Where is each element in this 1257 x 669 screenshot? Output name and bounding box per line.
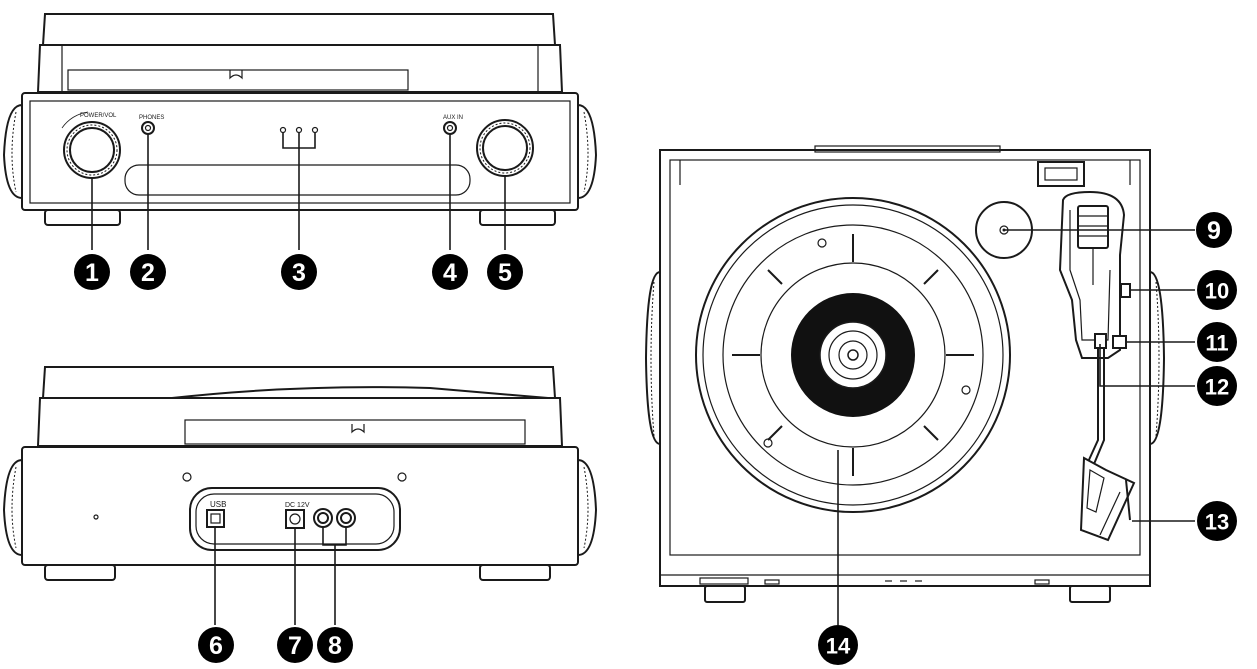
aux-in-label: AUX IN bbox=[443, 115, 463, 121]
callout-5-text: 5 bbox=[498, 259, 512, 287]
callout-13-text: 13 bbox=[1205, 510, 1229, 535]
callout-10-text: 10 bbox=[1205, 279, 1229, 304]
power-vol-label: POWER/VOL bbox=[80, 113, 117, 119]
top-outer-body bbox=[659, 149, 1151, 587]
callout-7: 7 bbox=[277, 627, 313, 663]
rear-foot bbox=[479, 564, 551, 581]
callout-2: 2 bbox=[130, 254, 166, 290]
callout-7-text: 7 bbox=[288, 632, 302, 660]
rear-foot bbox=[44, 564, 116, 581]
dc-12v-label: DC 12V bbox=[285, 502, 310, 509]
screw bbox=[397, 472, 407, 482]
callout-1-text: 1 bbox=[85, 259, 99, 287]
callout-6: 6 bbox=[198, 627, 234, 663]
platter-outer bbox=[695, 197, 1011, 513]
left-speaker-rear bbox=[2, 458, 23, 557]
tonearm-tube bbox=[1087, 348, 1099, 463]
callout-12: 12 bbox=[1197, 366, 1237, 406]
callout-4-text: 4 bbox=[443, 259, 457, 287]
callout-12-text: 12 bbox=[1205, 375, 1229, 400]
callout-11: 11 bbox=[1197, 322, 1237, 362]
top-foot bbox=[704, 585, 746, 603]
top-left-speaker bbox=[644, 270, 661, 446]
tonearm-rest-clip bbox=[1037, 161, 1085, 187]
spindle bbox=[847, 349, 859, 361]
power-volume-knob[interactable] bbox=[63, 121, 121, 179]
front-panel-slot bbox=[124, 164, 471, 196]
rear-dust-cover bbox=[41, 366, 557, 399]
callout-3: 3 bbox=[281, 254, 317, 290]
indicator-led bbox=[295, 126, 303, 134]
front-dust-cover bbox=[41, 13, 557, 46]
callout-9: 9 bbox=[1196, 212, 1232, 248]
dc-12v-jack[interactable] bbox=[285, 509, 305, 529]
phones-label: PHONES bbox=[139, 115, 164, 121]
front-foot bbox=[479, 209, 556, 226]
callout-10: 10 bbox=[1197, 270, 1237, 310]
headshell[interactable] bbox=[1079, 456, 1136, 542]
rca-out-left[interactable] bbox=[313, 508, 333, 528]
callout-3-text: 3 bbox=[292, 259, 306, 287]
rear-view: USB DC 12V bbox=[2, 366, 598, 625]
top-foot bbox=[1069, 585, 1111, 603]
indicator-led bbox=[279, 126, 287, 134]
function-knob[interactable] bbox=[476, 119, 534, 177]
usb-label: USB bbox=[210, 500, 226, 509]
left-speaker bbox=[2, 103, 23, 200]
callout-9-text: 9 bbox=[1207, 217, 1221, 245]
aux-in-jack[interactable] bbox=[443, 121, 457, 135]
callout-6-text: 6 bbox=[209, 632, 223, 660]
callout-13: 13 bbox=[1197, 501, 1237, 541]
callout-5: 5 bbox=[487, 254, 523, 290]
callout-14-text: 14 bbox=[826, 634, 851, 659]
rca-out-right[interactable] bbox=[336, 508, 356, 528]
anti-skate[interactable] bbox=[1120, 283, 1131, 298]
cue-lever[interactable] bbox=[1112, 335, 1127, 349]
callout-2-text: 2 bbox=[141, 259, 155, 287]
phones-jack[interactable] bbox=[141, 121, 155, 135]
callout-8-text: 8 bbox=[328, 632, 342, 660]
callout-14: 14 bbox=[818, 625, 858, 665]
right-speaker-rear bbox=[577, 458, 598, 557]
callout-1: 1 bbox=[74, 254, 110, 290]
indicator-led bbox=[311, 126, 319, 134]
counterweight[interactable] bbox=[1077, 205, 1109, 249]
usb-port[interactable] bbox=[206, 509, 225, 528]
top-view bbox=[644, 145, 1195, 625]
callout-4: 4 bbox=[432, 254, 468, 290]
screw bbox=[182, 472, 192, 482]
top-right-speaker bbox=[1149, 270, 1166, 446]
callout-11-text: 11 bbox=[1205, 331, 1228, 356]
right-speaker bbox=[577, 103, 598, 200]
front-view: POWER/VOL PHONES AUX IN bbox=[2, 13, 598, 250]
front-foot bbox=[44, 209, 121, 226]
callout-8: 8 bbox=[317, 627, 353, 663]
